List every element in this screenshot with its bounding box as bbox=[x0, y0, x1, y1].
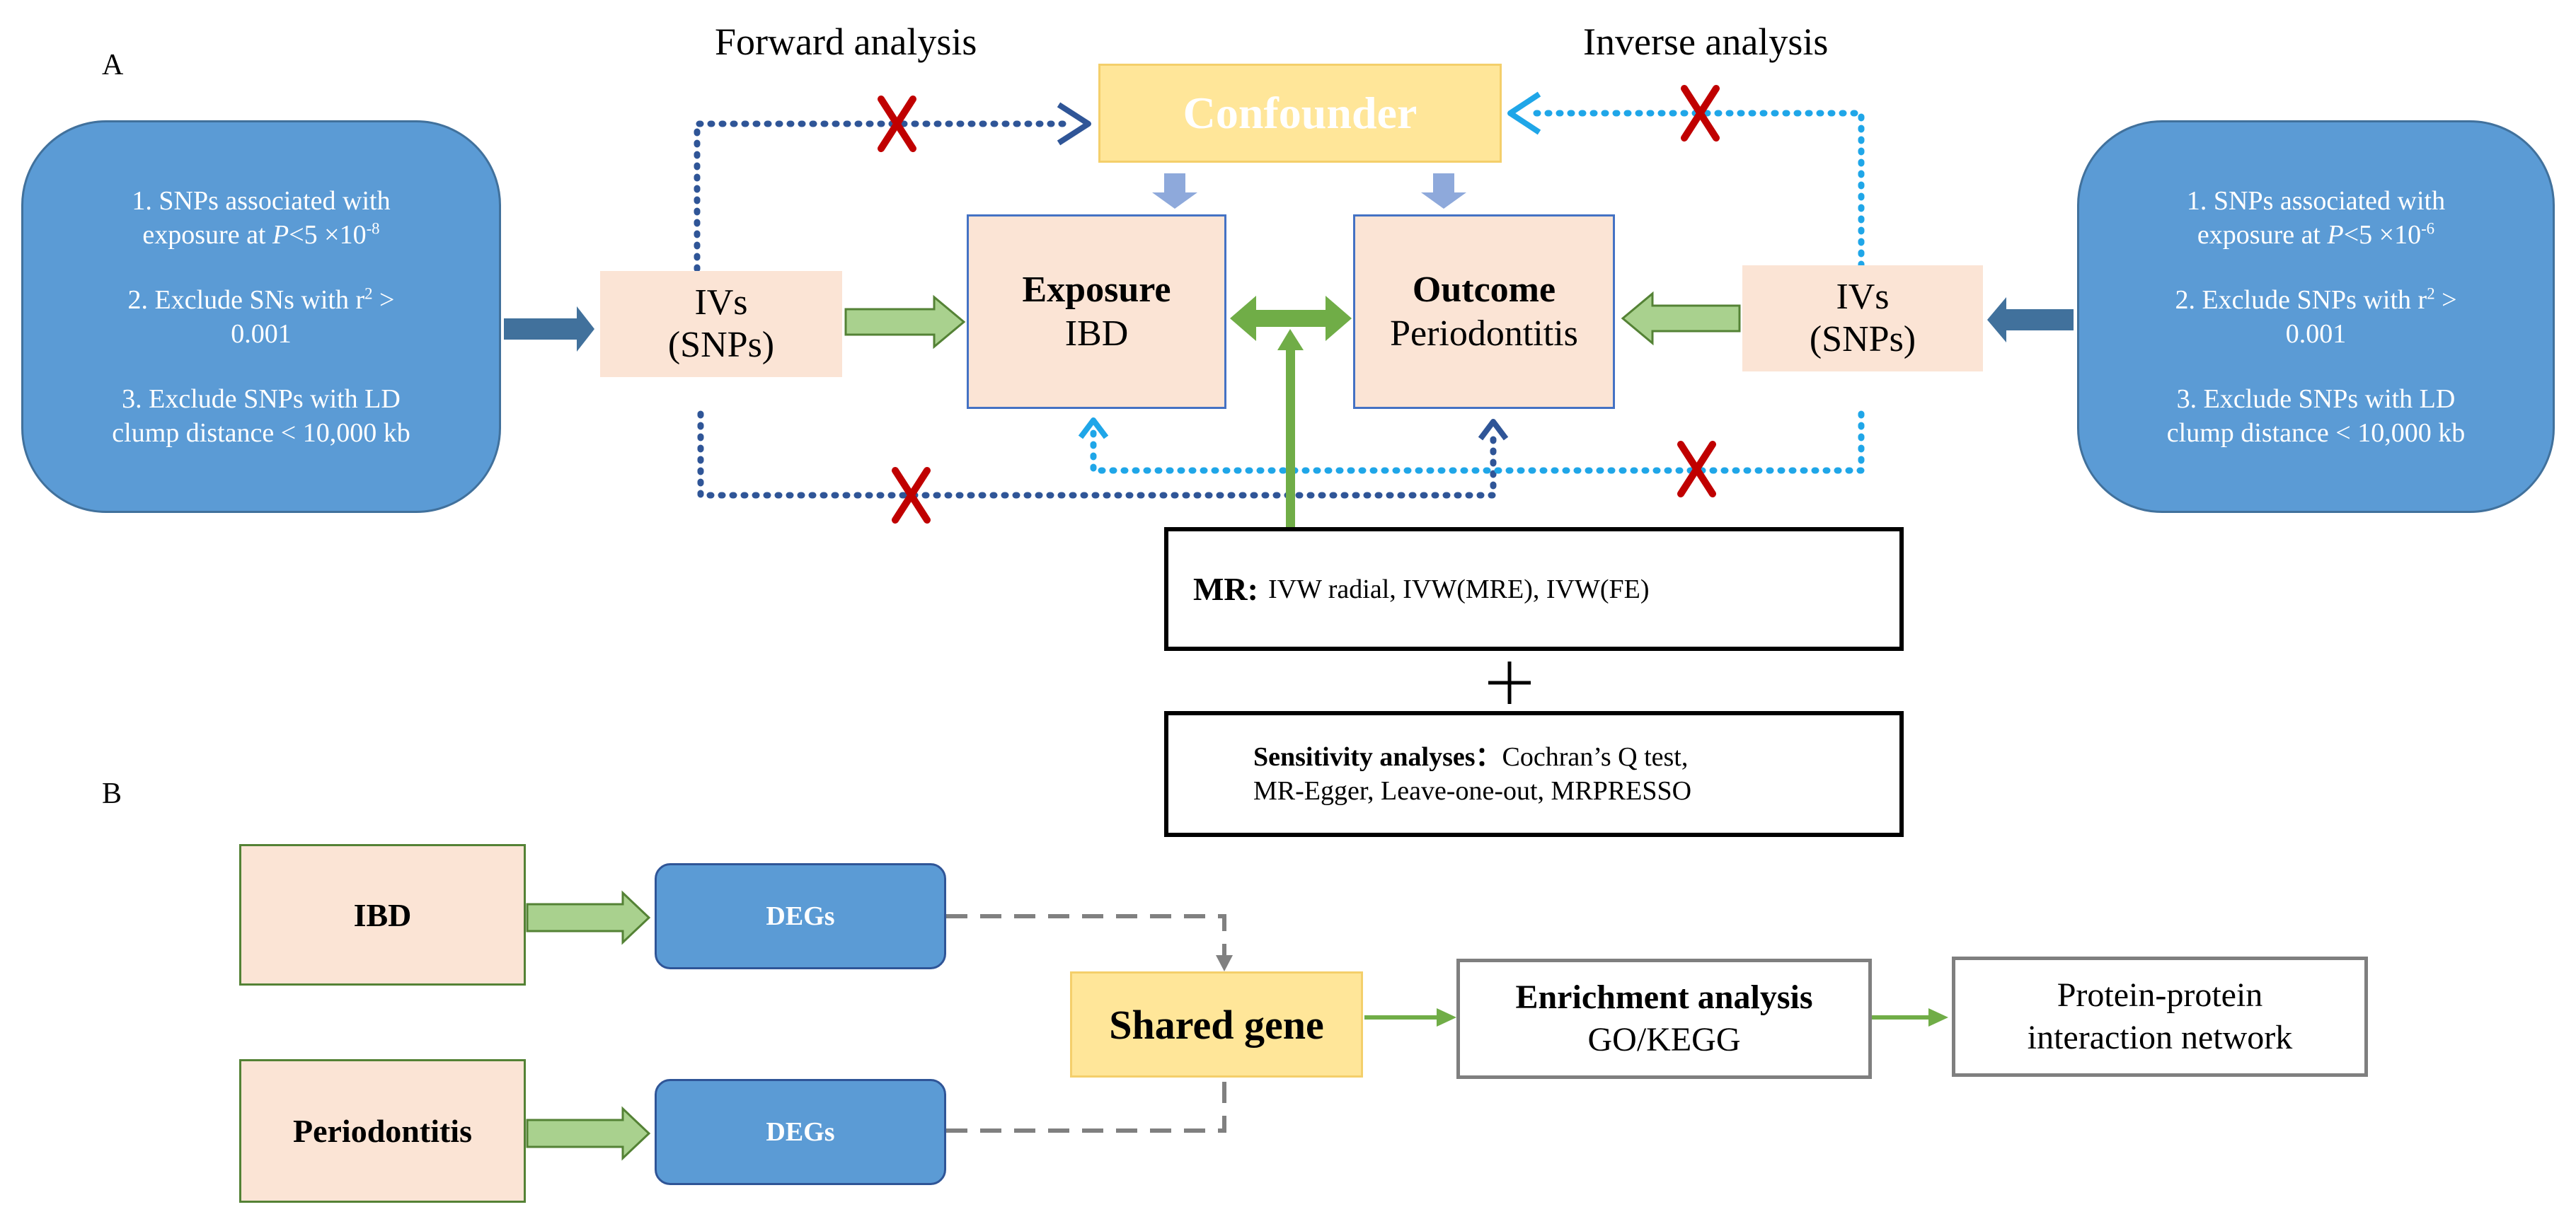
degs-to-shared-arrowhead bbox=[1216, 955, 1233, 971]
plus-sign bbox=[1488, 662, 1531, 704]
exposure-box: Exposure IBD bbox=[967, 214, 1226, 409]
ivs-to-outcome-arrow bbox=[1621, 291, 1741, 346]
ivs-right-line1: IVs bbox=[1836, 277, 1890, 317]
panel-a-label: A bbox=[102, 49, 124, 81]
left-criteria-arrow bbox=[504, 306, 594, 352]
degs-top-box: DEGs bbox=[655, 863, 946, 969]
forward-confounder-arrowhead bbox=[1057, 102, 1091, 146]
right-criteria-arrow bbox=[1987, 297, 2074, 342]
ivs-left-line1: IVs bbox=[694, 282, 748, 323]
ivs-left-box: IVs (SNPs) bbox=[600, 271, 842, 377]
mr-to-effect-arrow-shaft bbox=[1286, 343, 1295, 527]
mr-label: MR: bbox=[1193, 571, 1258, 607]
enrichment-title: Enrichment analysis bbox=[1515, 978, 1813, 1016]
ibd-box: IBD bbox=[239, 844, 526, 986]
periodontitis-to-degs-arrow bbox=[526, 1106, 651, 1161]
degs-to-shared-dashes bbox=[946, 914, 1226, 1133]
ppi-line2: interaction network bbox=[2027, 1019, 2293, 1056]
ivs-to-exposure-arrow bbox=[844, 294, 966, 350]
sensitivity-line2: MR-Egger, Leave-one-out, MRPRESSO bbox=[1253, 776, 1692, 806]
confounder-box: Confounder bbox=[1098, 64, 1502, 163]
ppi-box: Protein-protein interaction network bbox=[1952, 957, 2368, 1077]
ibd-label: IBD bbox=[353, 896, 412, 933]
degs-bottom-label: DEGs bbox=[766, 1117, 835, 1147]
inverse-analysis-title: Inverse analysis bbox=[1583, 21, 1829, 63]
inverse-confounder-arrowhead bbox=[1507, 91, 1541, 135]
outcome-title: Outcome bbox=[1412, 269, 1556, 310]
periodontitis-label: Periodontitis bbox=[293, 1113, 472, 1149]
exposure-title: Exposure bbox=[1022, 269, 1171, 310]
cross-marks bbox=[878, 85, 1720, 524]
shared-gene-box: Shared gene bbox=[1070, 971, 1363, 1078]
outcome-sub: Periodontitis bbox=[1390, 313, 1578, 354]
outcome-box: Outcome Periodontitis bbox=[1353, 214, 1615, 409]
sensitivity-box: Sensitivity analyses：Cochran’s Q test, M… bbox=[1164, 711, 1904, 837]
inverse-exposure-arrowhead bbox=[1078, 417, 1109, 439]
right-criterion-2: 2. Exclude SNPs with r2 >0.001 bbox=[2175, 284, 2457, 349]
shared-to-enrichment-arrowhead bbox=[1437, 1008, 1456, 1027]
periodontitis-box: Periodontitis bbox=[239, 1059, 526, 1203]
forward-confounder-path bbox=[694, 120, 1072, 272]
confounder-to-outcome-arrow bbox=[1421, 173, 1466, 209]
mr-box: MR: IVW radial, IVW(MRE), IVW(FE) bbox=[1164, 527, 1904, 651]
enrichment-to-ppi-arrowhead bbox=[1928, 1008, 1948, 1027]
inverse-confounder-path bbox=[1525, 110, 1865, 269]
sensitivity-line1: Sensitivity analyses：Cochran’s Q test, bbox=[1253, 742, 1689, 772]
forward-analysis-title: Forward analysis bbox=[715, 21, 977, 63]
ivs-left-line2: (SNPs) bbox=[667, 325, 775, 365]
ivs-right-box: IVs (SNPs) bbox=[1742, 265, 1983, 371]
exposure-sub: IBD bbox=[1064, 313, 1129, 354]
degs-bottom-box: DEGs bbox=[655, 1079, 946, 1185]
exposure-outcome-bidirectional-arrow bbox=[1230, 296, 1352, 341]
confounder-to-exposure-arrow bbox=[1152, 173, 1197, 209]
ibd-to-degs-arrow bbox=[526, 890, 651, 945]
confounder-label: Confounder bbox=[1183, 88, 1418, 138]
mr-methods: IVW radial, IVW(MRE), IVW(FE) bbox=[1267, 574, 1650, 604]
forward-outcome-path bbox=[697, 410, 1497, 499]
degs-top-label: DEGs bbox=[766, 901, 835, 931]
ppi-line1: Protein-protein bbox=[2057, 976, 2263, 1014]
forward-outcome-arrowhead bbox=[1478, 419, 1509, 441]
shared-gene-label: Shared gene bbox=[1109, 1001, 1324, 1048]
enrichment-sub: GO/KEGG bbox=[1587, 1021, 1741, 1058]
mr-to-effect-arrowhead bbox=[1277, 329, 1304, 350]
inverse-exposure-path bbox=[1090, 410, 1865, 474]
ivs-right-line2: (SNPs) bbox=[1809, 319, 1916, 359]
panel-b-label: B bbox=[102, 778, 122, 810]
left-criterion-2: 2. Exclude SNs with r2 >0.001 bbox=[127, 284, 395, 349]
enrichment-box: Enrichment analysis GO/KEGG bbox=[1456, 959, 1872, 1079]
